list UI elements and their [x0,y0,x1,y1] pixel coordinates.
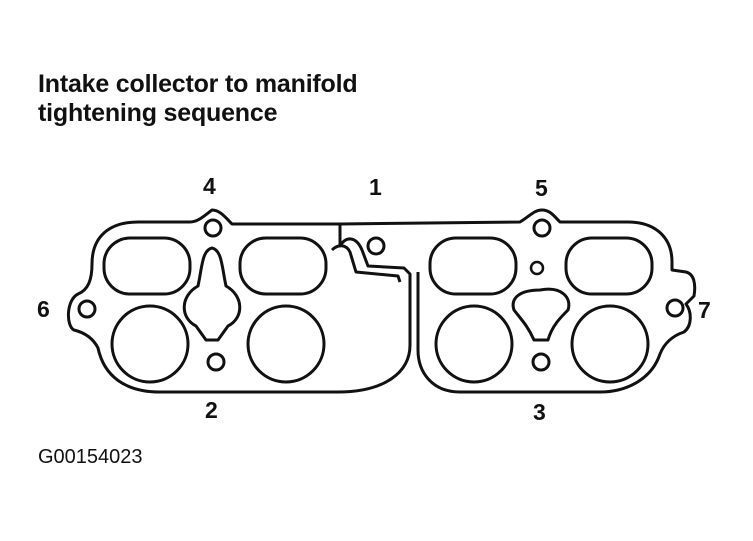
gasket-notch-inner [330,244,402,283]
bolt-hole-4 [203,218,223,238]
port-bottom-left-1 [110,304,190,384]
title-line-2: tightening sequence [38,99,278,127]
bolt-label-5: 5 [535,175,548,201]
diagram-title: Intake collector to manifold tightening … [38,70,358,128]
bolt-label-2: 2 [205,397,218,423]
bolt-label-4: 4 [203,173,216,199]
bolt-hole-7 [665,298,685,318]
bolt-hole-3 [531,352,551,372]
bolt-hole-1 [366,236,386,256]
bolt-hole-6 [77,299,97,319]
bolt-hole-2 [206,352,226,372]
title-line-1: Intake collector to manifold [38,70,358,98]
port-top-right-2 [564,236,654,296]
figure-code: G00154023 [38,446,143,468]
port-top-right-1 [428,236,518,296]
port-top-left-2 [238,236,328,296]
bolt-label-3: 3 [533,399,546,425]
port-bottom-right-2 [570,304,650,384]
center-lobe-right [511,287,571,342]
port-bottom-left-2 [246,304,326,384]
port-top-left-1 [102,236,192,296]
gasket-outline-right [339,208,697,394]
center-lobe-left [182,246,242,342]
bolt-label-1: 1 [369,174,382,200]
locating-hole [529,260,545,276]
bolt-hole-5 [532,218,552,238]
port-bottom-right-1 [434,304,514,384]
bolt-label-7: 7 [698,297,711,323]
bolt-label-6: 6 [37,296,50,322]
gasket-outline-left [67,208,412,394]
